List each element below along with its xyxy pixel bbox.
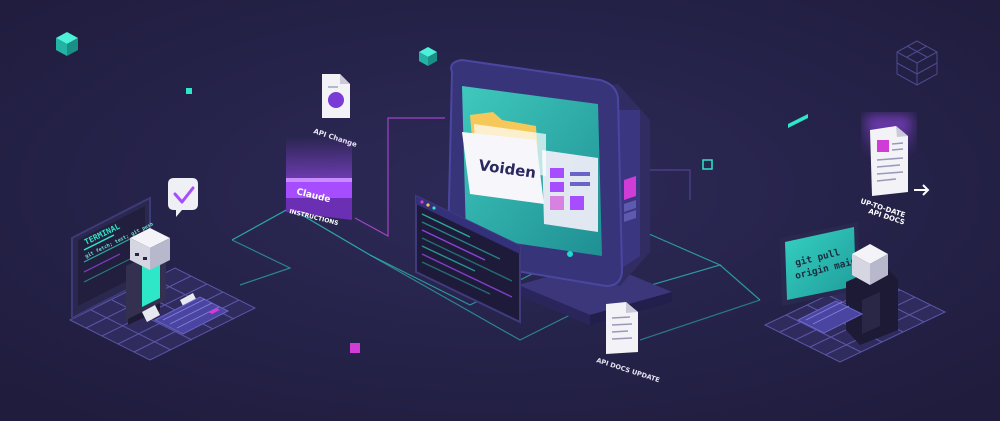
wire-cube	[896, 40, 938, 86]
claude-instructions-block: Claude INSTRUCTIONS	[286, 136, 352, 227]
left-keyboard	[153, 296, 230, 335]
right-developer	[834, 244, 898, 345]
code-panel	[415, 194, 521, 324]
left-developer	[126, 228, 198, 325]
right-monitor-screen	[785, 227, 856, 300]
right-keyboard	[796, 300, 864, 334]
folder-front	[462, 132, 544, 204]
cube-teal-topleft	[56, 32, 78, 56]
central-monitor: Voiden	[446, 58, 672, 325]
right-workstation: git pull origin main	[763, 116, 947, 363]
teal-bar	[788, 114, 808, 128]
cube-teal-top	[419, 47, 437, 66]
connection-lines	[231, 117, 761, 341]
left-workstation: TERMINAL git fetch; test; git push	[68, 178, 257, 361]
small-square-magenta	[350, 343, 360, 353]
chat-bubble-check-icon	[168, 178, 198, 217]
hollow-square	[702, 159, 713, 170]
decor-shapes	[56, 32, 938, 353]
small-square-teal	[186, 88, 192, 94]
right-monitor: git pull origin main	[780, 222, 860, 306]
